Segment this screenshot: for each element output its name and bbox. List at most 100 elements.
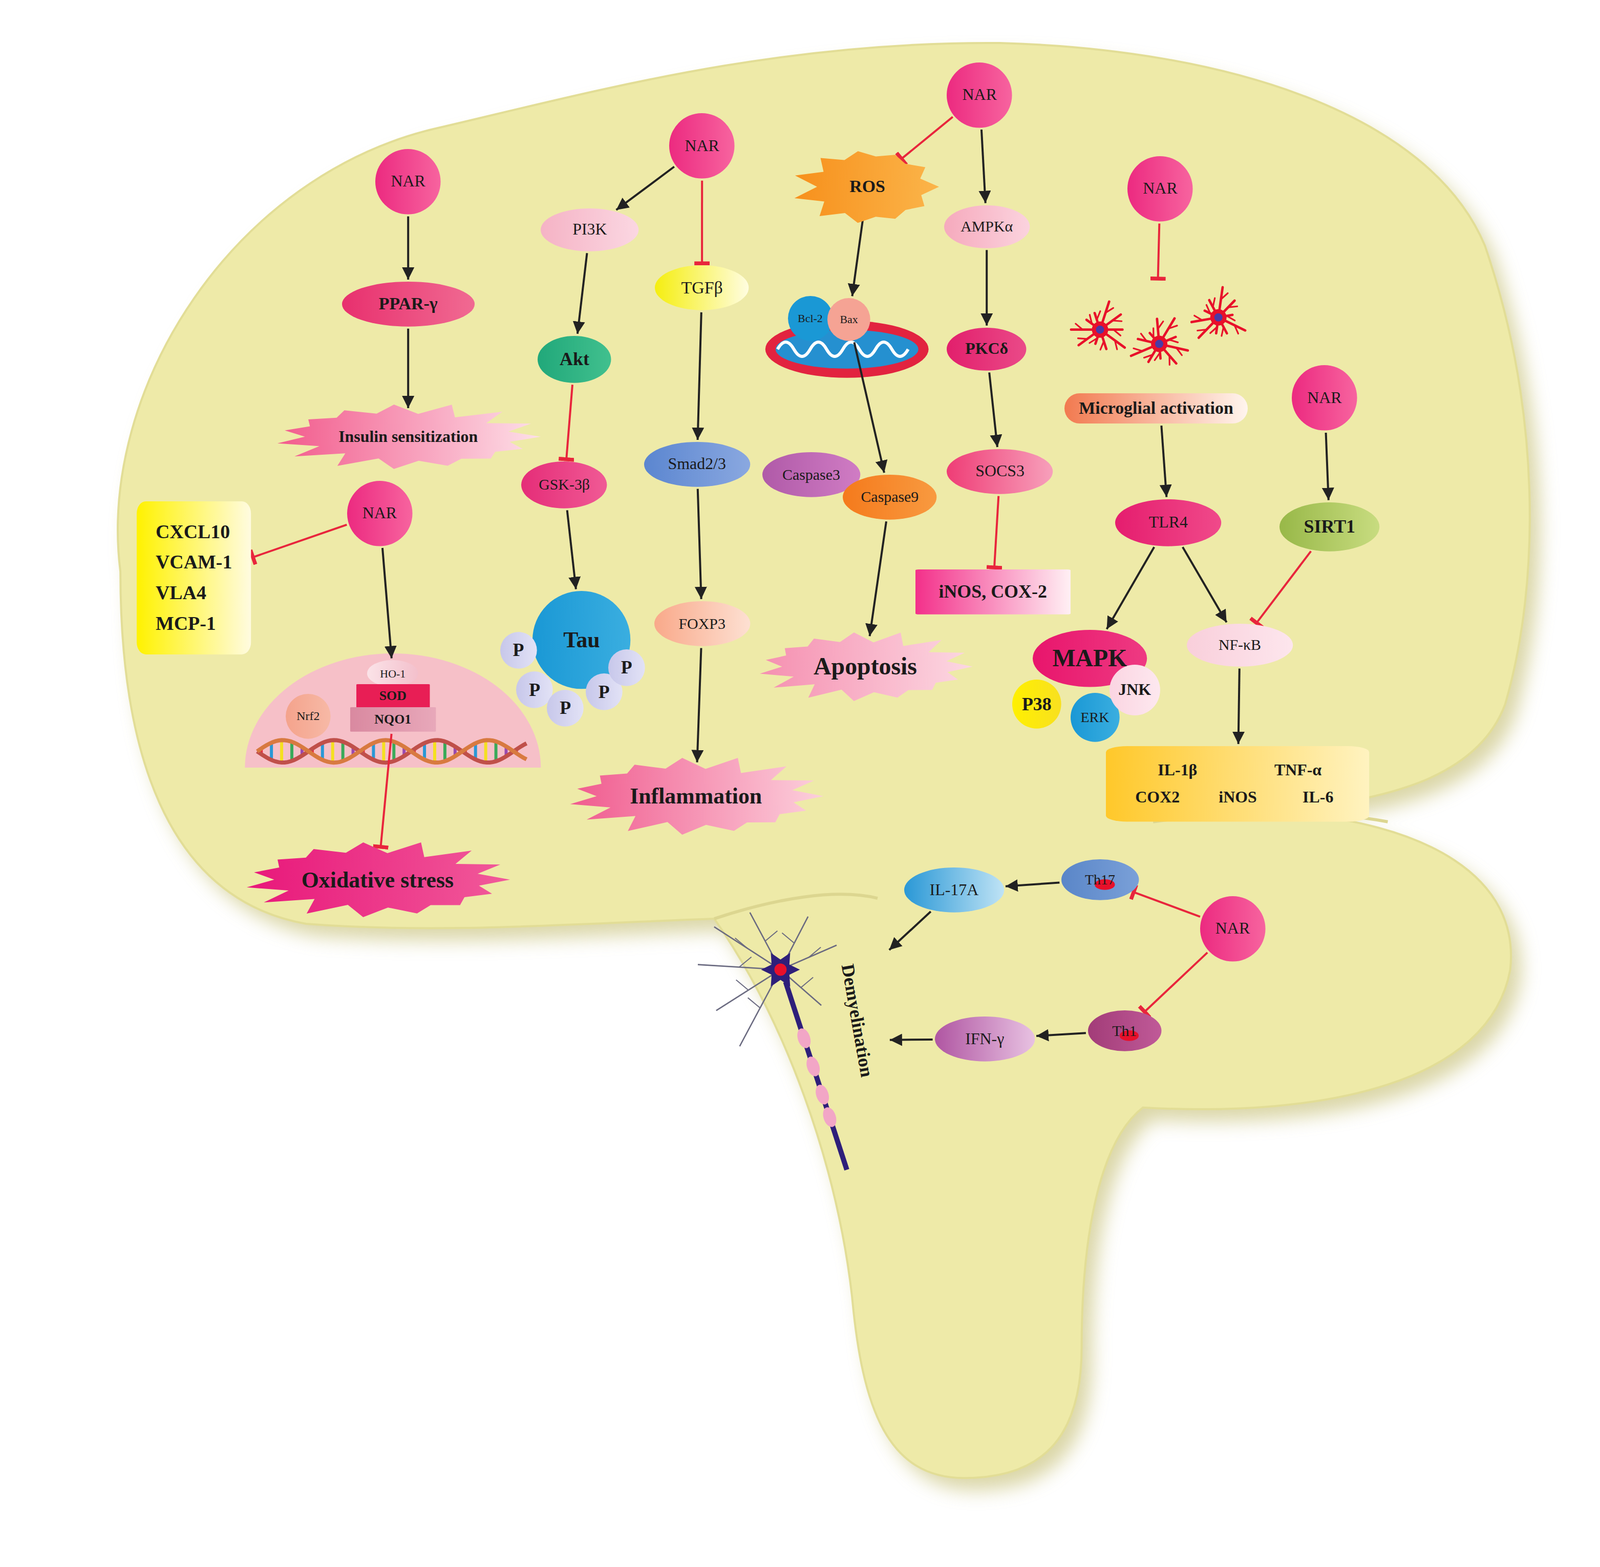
box-node: iNOS, COX-2 xyxy=(915,569,1071,615)
node-label: TLR4 xyxy=(1148,513,1188,532)
node-fill xyxy=(915,569,1071,615)
dendrite xyxy=(765,930,778,942)
node-label: TNF-α xyxy=(1237,760,1358,780)
microglia-branch xyxy=(1210,327,1218,334)
microglia-branch xyxy=(1113,329,1121,336)
text-group: Inflammation xyxy=(629,782,762,809)
node-label: NAR xyxy=(1215,919,1250,938)
node-label: NQO1 xyxy=(374,711,412,728)
dendrite xyxy=(739,956,752,967)
microglia-nucleus xyxy=(1214,313,1223,322)
node-label: P xyxy=(598,681,610,703)
node-fill xyxy=(277,404,541,469)
node-label: FOXP3 xyxy=(678,614,725,633)
burst-node: ROS xyxy=(796,148,940,225)
node-label: VCAM-1 xyxy=(155,550,232,574)
text-group: SOD xyxy=(379,688,407,704)
node-fill xyxy=(759,632,973,701)
text-group: HO-1 xyxy=(379,667,406,680)
ellipse-node: TLR4 xyxy=(1115,499,1222,547)
node-fill xyxy=(644,441,751,487)
node-fill xyxy=(540,208,639,252)
microglia-branch xyxy=(1112,320,1122,322)
microglia-branch xyxy=(1168,339,1178,343)
burst-node: Apoptosis xyxy=(758,632,973,701)
node-label: TGFβ xyxy=(681,278,723,298)
node-label: Th17 xyxy=(1084,871,1116,888)
neuron-body xyxy=(761,952,801,987)
activation-connector xyxy=(616,166,675,210)
node-label: COX2 xyxy=(1117,787,1198,807)
node-fill xyxy=(570,757,824,835)
activation-connector xyxy=(869,521,887,636)
node-label: NAR xyxy=(362,503,397,523)
text-group: NAR xyxy=(684,136,719,156)
node-fill xyxy=(842,474,937,520)
ellipse-node: IFN-γ xyxy=(934,1016,1035,1062)
node-label: Bax xyxy=(840,312,859,326)
activation-connector xyxy=(1036,1032,1086,1036)
text-group: Bcl-2 xyxy=(797,311,823,325)
node-label: IL-6 xyxy=(1277,787,1359,807)
dna-rung xyxy=(443,741,447,761)
neuron-node: Demyelination xyxy=(693,908,888,1174)
microglia-branch xyxy=(1152,328,1155,338)
dendrite xyxy=(716,969,781,1011)
microglia-branch xyxy=(1077,338,1087,339)
circle-node: P xyxy=(516,671,553,709)
microglia-branch xyxy=(1234,325,1239,334)
node-label: PKCδ xyxy=(965,339,1009,359)
node-label: NAR xyxy=(1142,179,1178,199)
text-group: PI3K xyxy=(572,220,607,240)
inhibition-connector xyxy=(1144,952,1208,1012)
text-group: Oxidative stress xyxy=(301,866,454,893)
node-fill xyxy=(946,62,1013,128)
node-label: P xyxy=(528,679,541,701)
node-label: CXCL10 xyxy=(155,520,230,544)
node-fill xyxy=(500,631,538,669)
text-group: Caspase3 xyxy=(782,465,841,484)
myelin-segment xyxy=(795,1026,814,1050)
node-label: iNOS, COX-2 xyxy=(938,581,1047,603)
text-group: Smad2/3 xyxy=(667,454,726,474)
circle-node: Bcl-2 xyxy=(787,295,834,341)
activation-connector xyxy=(1182,546,1227,623)
activation-connector xyxy=(407,328,410,409)
dna-rung xyxy=(484,740,488,763)
dna-rung xyxy=(331,739,335,763)
microglia-branch xyxy=(1105,307,1114,313)
node-fill xyxy=(654,265,749,311)
activation-connector xyxy=(1326,432,1329,501)
ellipse-node: TGFβ xyxy=(654,265,749,311)
dendrite xyxy=(800,976,814,988)
microglia-branch xyxy=(1157,321,1163,330)
inhibition-connector xyxy=(1256,550,1311,623)
node-label: SOCS3 xyxy=(975,461,1025,481)
dna-rung xyxy=(341,741,345,761)
node-label: Caspase9 xyxy=(860,487,919,506)
circle-node: NAR xyxy=(1127,156,1193,222)
ellipse-node: AMPKα xyxy=(944,205,1030,249)
node-fill xyxy=(946,449,1053,495)
nucleus-dome xyxy=(244,653,541,768)
text-group: ROS xyxy=(849,176,886,197)
microglia-branch xyxy=(1168,325,1178,329)
node-fill xyxy=(794,151,939,223)
node-label: Oxidative stress xyxy=(301,866,454,893)
microglia-branch xyxy=(1075,323,1083,330)
circle-node: P38 xyxy=(1012,679,1062,729)
dna-helix xyxy=(257,739,527,763)
text-group: NAR xyxy=(391,172,426,191)
dendrite xyxy=(735,937,748,949)
node-fill xyxy=(1200,896,1266,962)
node-fill xyxy=(537,335,611,383)
node-fill xyxy=(1127,156,1193,222)
text-group: P38 xyxy=(1021,693,1052,715)
microglia-branch xyxy=(1100,340,1104,350)
node-label: JNK xyxy=(1118,680,1151,700)
dendrite xyxy=(736,979,749,990)
microglia-branch xyxy=(1197,329,1207,331)
node-label: NAR xyxy=(684,136,719,156)
dna-rung xyxy=(381,739,386,763)
text-group: AMPKα xyxy=(960,217,1013,236)
